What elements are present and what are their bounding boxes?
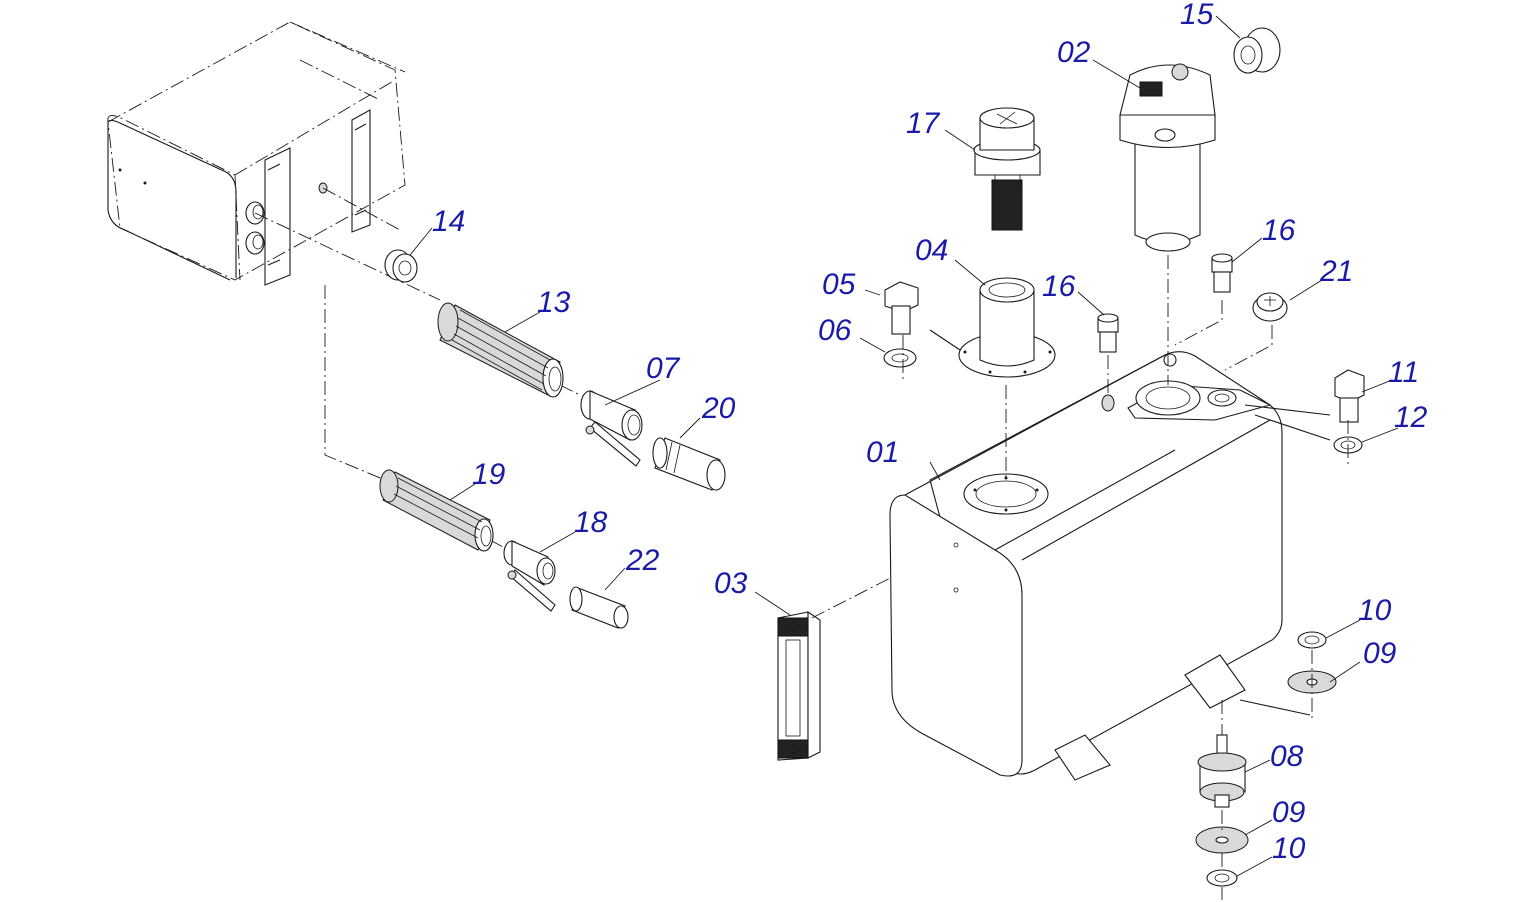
callout-04: 04 [915,234,948,267]
callout-02: 02 [1057,36,1091,69]
callout-06: 06 [818,314,852,347]
part-09-washer-lower [1195,826,1249,854]
callout-11: 11 [1388,356,1419,389]
part-22-nipple [569,586,629,629]
callout-22: 22 [625,544,660,577]
callout-13: 13 [537,286,571,319]
leader-lines [409,15,1399,877]
callout-05: 05 [822,268,856,301]
callout-10-lower: 10 [1272,832,1306,865]
callout-12: 12 [1394,401,1428,434]
callout-18: 18 [574,506,608,539]
callout-03: 03 [714,567,748,600]
callout-07: 07 [646,352,681,385]
part-11-bolt [1334,369,1365,423]
callout-19: 19 [472,458,506,491]
callout-01: 01 [866,436,899,469]
callout-16-right: 16 [1262,214,1296,247]
callout-16-left: 16 [1042,270,1076,303]
callout-14: 14 [432,205,465,238]
callout-08: 08 [1270,740,1304,773]
part-19-strainer [379,469,494,552]
rear-tank-view [107,21,406,286]
part-17-breather [973,107,1041,231]
part-10-washer-upper [1297,631,1327,649]
part-20-nipple [652,437,726,491]
part-02-return-filter [1119,63,1216,252]
part-07-ball-valve [580,390,643,467]
part-05-bolt [884,281,919,335]
callout-15: 15 [1180,0,1214,31]
part-03-level-gauge [777,610,821,761]
part-10-washer-lower [1206,869,1238,887]
part-21-plug [1252,292,1288,322]
part-06-washer [883,348,917,368]
part-16-fitting-right [1211,253,1233,293]
part-18-ball-valve [503,540,556,612]
part-04-suction-tube [958,277,1056,378]
part-14-plug [384,249,418,283]
callout-09-upper: 09 [1363,637,1397,670]
callout-10-upper: 10 [1358,594,1392,627]
callout-20: 20 [701,392,736,425]
callout-17: 17 [906,107,941,140]
callout-21: 21 [1319,255,1353,288]
part-13-strainer [437,302,564,398]
part-08-mount [1197,734,1247,808]
part-16-fitting-left [1097,313,1119,353]
callout-09-lower: 09 [1272,796,1306,829]
part-01-main-tank [889,351,1283,781]
part-15-adapter [1233,27,1281,74]
callout-labels: 01 02 03 04 05 06 07 08 09 09 10 10 11 1… [432,0,1428,865]
